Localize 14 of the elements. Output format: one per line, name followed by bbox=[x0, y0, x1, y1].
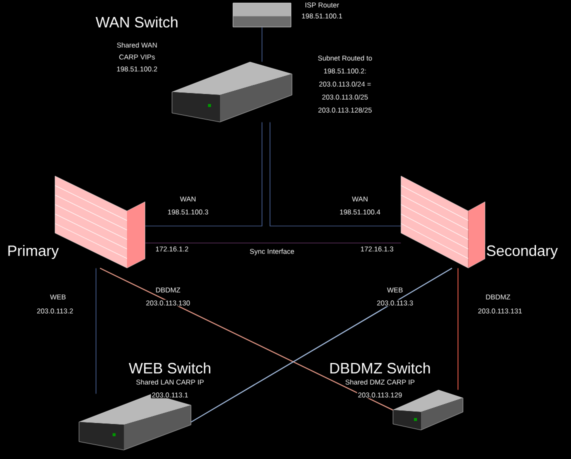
switch-drawing bbox=[78, 394, 192, 450]
connector-line bbox=[100, 268, 394, 410]
connector-line bbox=[144, 242, 402, 244]
device-title: Secondary bbox=[485, 244, 559, 260]
device-title: DBDMZ Switch bbox=[328, 362, 432, 374]
router-drawing bbox=[232, 2, 292, 28]
device-title: Primary bbox=[6, 244, 60, 260]
device-title: WAN Switch bbox=[94, 16, 180, 28]
device-title: WEB Switch bbox=[128, 362, 212, 374]
firewall-drawing bbox=[400, 176, 486, 268]
connector-line bbox=[190, 268, 452, 422]
connector-line bbox=[144, 122, 262, 226]
connector-line bbox=[270, 122, 402, 226]
switch-drawing bbox=[172, 62, 292, 122]
